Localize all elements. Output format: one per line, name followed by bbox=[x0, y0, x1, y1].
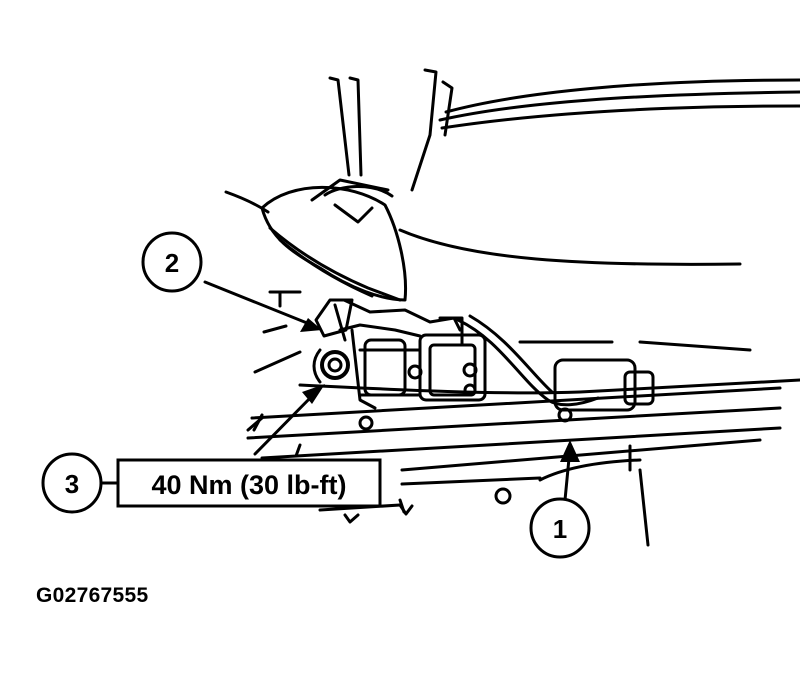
arrowhead-2 bbox=[300, 318, 322, 332]
bolt-fastener bbox=[312, 348, 573, 505]
arrowhead-1 bbox=[560, 440, 580, 462]
callout-2: 2 bbox=[141, 231, 203, 293]
motor-bracket bbox=[314, 298, 462, 410]
drive-cable bbox=[456, 314, 655, 412]
arrowhead-3 bbox=[302, 384, 325, 404]
callout-3-number: 3 bbox=[65, 469, 79, 499]
callout-1-number: 1 bbox=[553, 514, 567, 544]
leader-lines-frame bbox=[246, 290, 414, 524]
torque-spec-label: 40 Nm (30 lb-ft) bbox=[151, 470, 346, 500]
callout-1: 1 bbox=[529, 497, 591, 559]
motor-body bbox=[358, 316, 487, 402]
seat-cushion-outline bbox=[398, 78, 800, 266]
figure-id: G02767555 bbox=[36, 584, 149, 607]
callout-3: 3 40 Nm (30 lb-ft) bbox=[41, 452, 382, 514]
seat-back-outline bbox=[328, 68, 454, 192]
seat-pan bbox=[224, 178, 408, 302]
torque-spec-box bbox=[116, 458, 382, 508]
seat-track-rails bbox=[246, 340, 800, 547]
callout-2-number: 2 bbox=[165, 248, 179, 278]
